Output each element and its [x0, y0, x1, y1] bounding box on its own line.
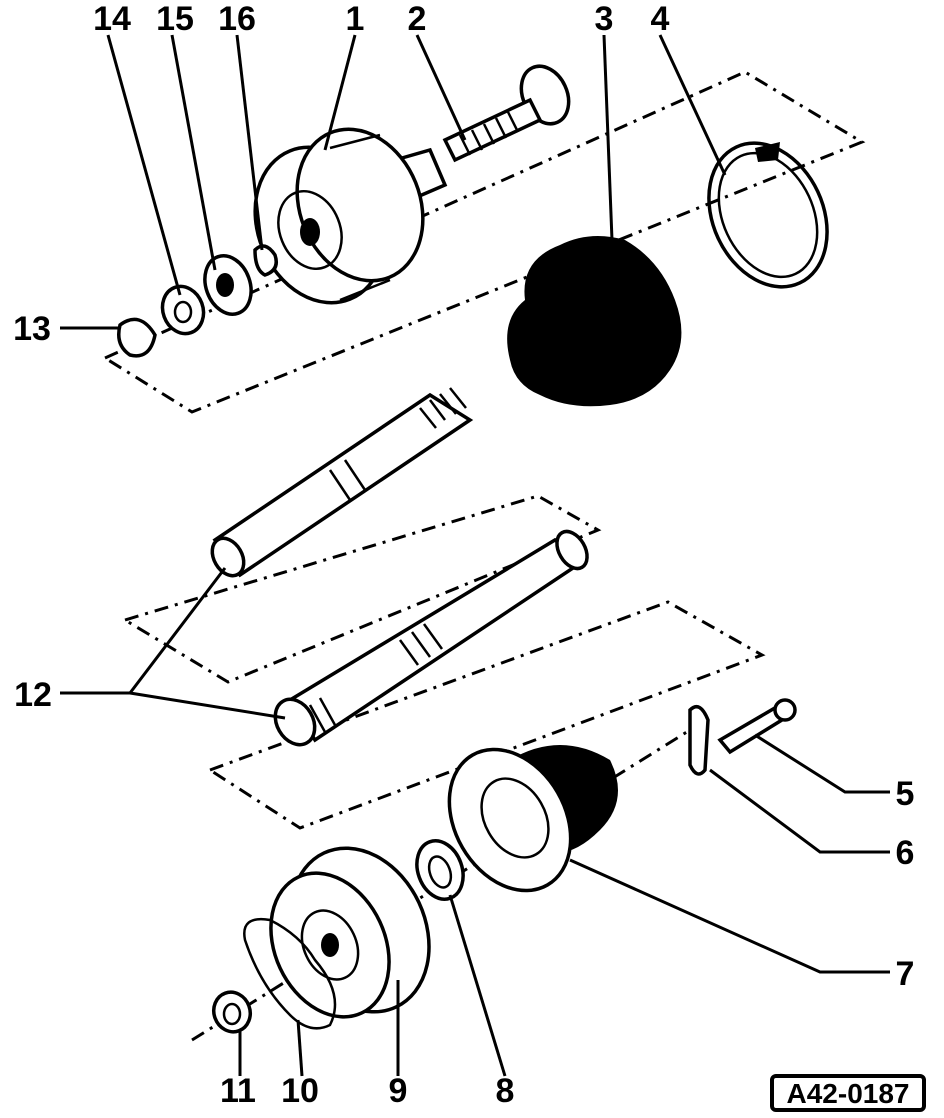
drive-shaft-lower: [273, 529, 589, 747]
label-13: 13: [13, 310, 51, 348]
label-1: 1: [346, 0, 365, 38]
label-12: 12: [14, 676, 52, 714]
circlip-11-part: [212, 990, 252, 1034]
inner-cv-joint-part: [269, 846, 431, 1019]
reference-code: A42-0187: [787, 1078, 910, 1109]
circlip-13: [117, 317, 157, 358]
label-4: 4: [651, 0, 670, 38]
label-8: 8: [496, 1072, 515, 1110]
label-14: 14: [93, 0, 131, 38]
drive-shaft-upper: [210, 387, 474, 578]
bolt-clip-parts: [688, 698, 797, 776]
label-15: 15: [156, 0, 194, 38]
reference-code-box: A42-0187: [770, 1074, 926, 1112]
clamp-part: [707, 141, 829, 289]
leader-lines: [60, 34, 890, 1077]
label-11: 11: [220, 1072, 256, 1110]
gasket-part: [243, 917, 337, 1030]
outer-cv-joint-part: [253, 127, 448, 305]
outer-boot-part: [507, 236, 682, 407]
bolt-part: [442, 64, 571, 163]
label-9: 9: [389, 1072, 408, 1110]
callout-labels: 14 15 16 1 2 3 4 13 12 5 6 7 11 10 9 8: [13, 0, 914, 1110]
flange-boot-part: [447, 745, 618, 893]
circlip-8-part: [415, 839, 465, 901]
label-5: 5: [896, 775, 915, 813]
thrust-washer-14: [160, 284, 206, 336]
label-2: 2: [408, 0, 427, 38]
label-6: 6: [896, 834, 915, 872]
circlip-16: [253, 244, 278, 277]
label-10: 10: [281, 1072, 319, 1110]
label-7: 7: [896, 955, 915, 993]
label-16: 16: [218, 0, 256, 38]
small-rings-group: [117, 244, 278, 358]
label-3: 3: [595, 0, 614, 38]
